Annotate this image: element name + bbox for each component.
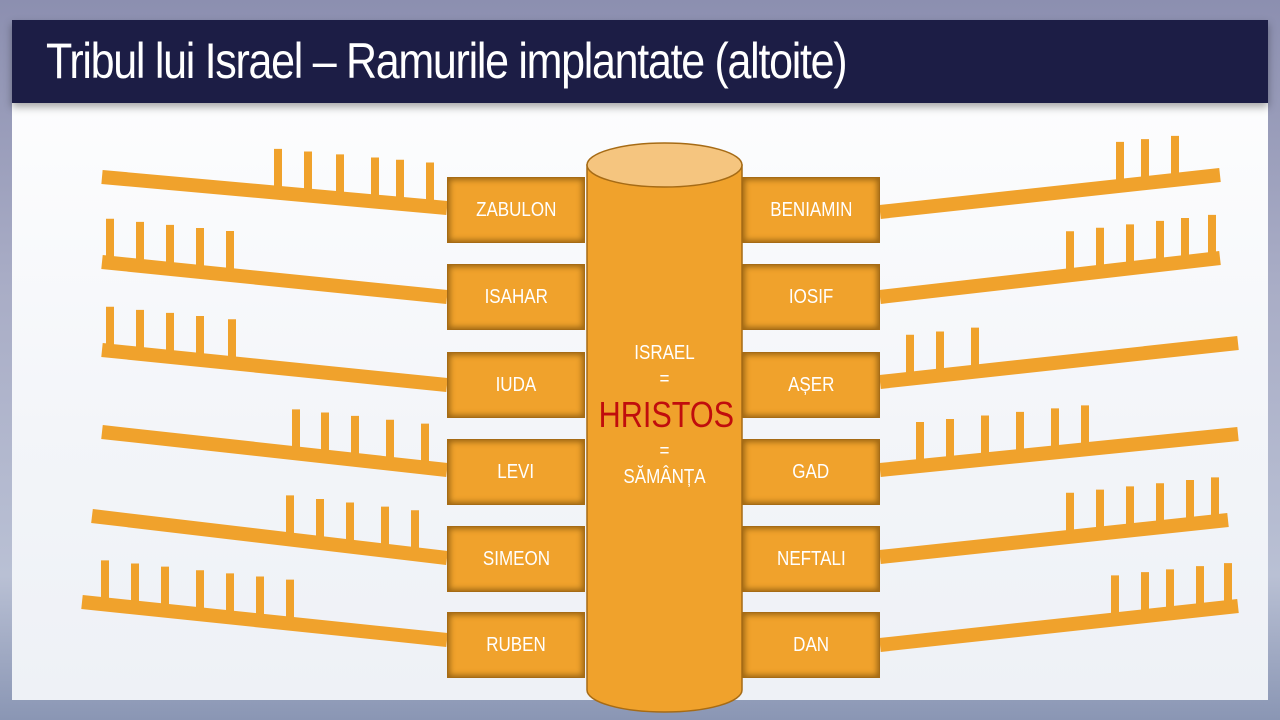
tribe-box-left-3: IUDA <box>447 352 585 418</box>
tribe-label: IOSIF <box>788 285 834 308</box>
tribe-box-left-5: SIMEON <box>447 526 585 592</box>
tribe-box-left-2: ISAHAR <box>447 264 585 330</box>
center-israel: ISRAEL <box>634 342 695 364</box>
branch-stem <box>81 595 448 647</box>
branch-9 <box>879 327 1239 389</box>
center-label: ISRAEL = HRISTOS = SĂMÂNȚA <box>587 340 742 490</box>
cylinder-top <box>586 142 743 188</box>
branch-3 <box>101 306 448 392</box>
tribe-label: AȘER <box>787 373 835 396</box>
branch-stem <box>879 513 1229 564</box>
branch-1 <box>101 148 448 215</box>
center-hristos: HRISTOS <box>598 394 735 435</box>
tribe-label: RUBEN <box>486 633 546 656</box>
tribe-box-right-6: DAN <box>742 612 880 678</box>
branch-2 <box>101 218 448 304</box>
tribe-box-left-6: RUBEN <box>447 612 585 678</box>
tribe-box-right-4: GAD <box>742 439 880 505</box>
branch-stem <box>879 251 1221 304</box>
tribe-label: GAD <box>792 460 830 483</box>
branch-4 <box>101 409 448 477</box>
tribe-label: LEVI <box>497 460 535 483</box>
center-equals-2: = <box>659 440 670 462</box>
branch-stem <box>101 343 448 392</box>
title-bar: Tribul lui Israel – Ramurile implantate … <box>12 20 1268 103</box>
cylinder-body <box>586 164 743 713</box>
center-samanta: SĂMÂNȚA <box>623 466 706 488</box>
tribe-label: SIMEON <box>482 547 550 570</box>
branch-stem <box>879 168 1221 219</box>
tribe-label: BENIAMIN <box>769 198 853 221</box>
branch-5 <box>91 495 448 565</box>
tribe-box-right-3: AȘER <box>742 352 880 418</box>
tribe-box-right-5: NEFTALI <box>742 526 880 592</box>
branch-stem <box>879 599 1239 652</box>
tribe-label: DAN <box>793 633 829 656</box>
branch-6 <box>81 560 448 647</box>
center-equals-1: = <box>659 368 670 390</box>
tribe-box-right-1: BENIAMIN <box>742 177 880 243</box>
branch-11 <box>879 477 1229 564</box>
branch-stem <box>101 255 448 304</box>
tribe-box-left-4: LEVI <box>447 439 585 505</box>
tribe-label: NEFTALI <box>776 547 846 570</box>
branch-10 <box>879 405 1239 477</box>
tribe-label: ZABULON <box>475 198 557 221</box>
branch-12 <box>879 563 1239 652</box>
tribe-box-left-1: ZABULON <box>447 177 585 243</box>
branch-8 <box>879 214 1221 304</box>
branch-7 <box>879 135 1221 219</box>
branch-stem <box>879 336 1239 389</box>
branch-stem <box>91 509 448 565</box>
tribe-box-right-2: IOSIF <box>742 264 880 330</box>
branch-stem <box>101 425 448 477</box>
tribe-label: ISAHAR <box>484 285 548 308</box>
tribe-label: IUDA <box>495 373 537 396</box>
slide-title: Tribul lui Israel – Ramurile implantate … <box>46 33 848 89</box>
